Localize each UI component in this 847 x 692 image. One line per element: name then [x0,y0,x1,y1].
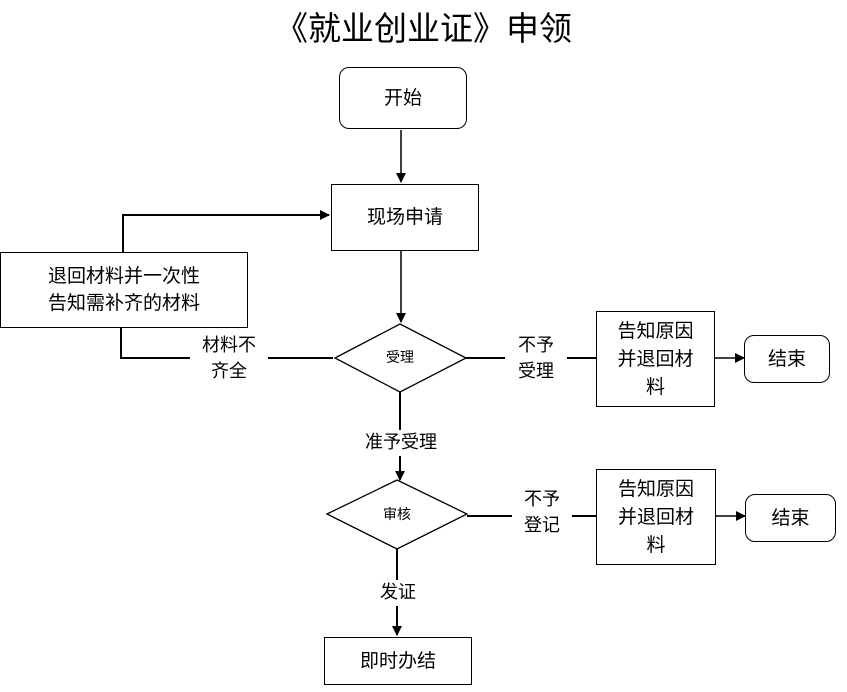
end-node-1: 结束 [744,335,830,383]
edge-label-accepted: 准予受理 [354,430,448,456]
start-node: 开始 [339,67,467,129]
review-diamond-label: 审核 [383,507,411,523]
review-diamond [325,479,469,550]
accept-diamond-label: 受理 [386,350,414,366]
end-node-2: 结束 [745,494,836,542]
apply-node: 现场申请 [331,184,479,251]
page-title: 《就业创业证》申领 [275,9,572,48]
reject-accept-node: 告知原因 并退回材 料 [596,311,715,407]
edge-label-not-registered: 不予 登记 [512,487,572,539]
return-materials-node: 退回材料并一次性 告知需补齐的材料 [0,252,248,328]
edge-return-apply [122,210,330,253]
edge-label-not-accepted: 不予 受理 [505,333,567,385]
edge-label-incomplete: 材料不 齐全 [190,333,268,385]
accept-diamond [333,323,468,393]
edge-label-issue: 发证 [372,580,424,606]
done-node: 即时办结 [324,637,472,685]
reject-register-node: 告知原因 并退回材 料 [596,469,716,565]
